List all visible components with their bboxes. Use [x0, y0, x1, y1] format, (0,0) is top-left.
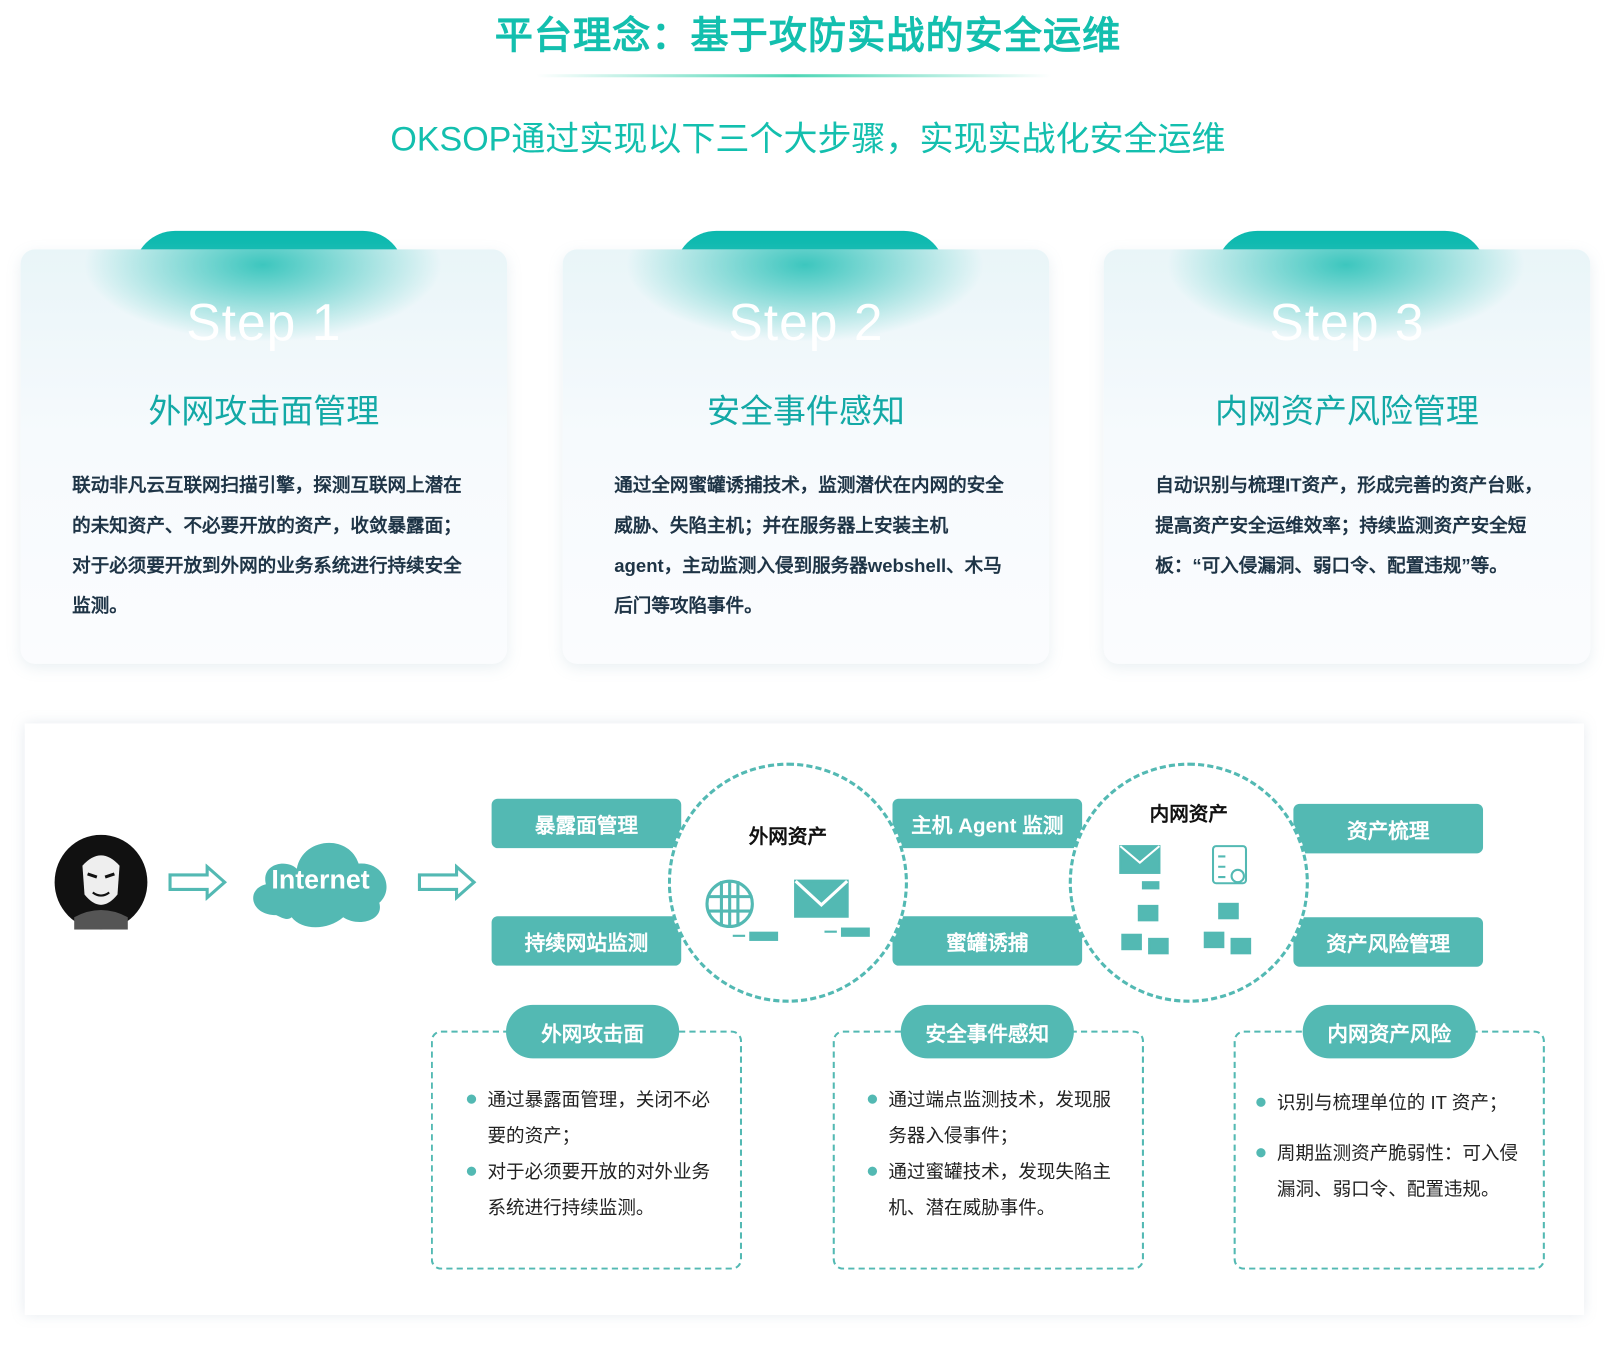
bullet-text: 通过暴露面管理，关闭不必要的资产； — [487, 1089, 711, 1147]
group-label-internal: 内网资产风险 — [1302, 1004, 1476, 1059]
internet-label: Internet — [271, 863, 370, 895]
page-subtitle: OKSOP通过实现以下三个大步骤，实现实战化安全运维 — [390, 119, 1226, 158]
step-card-3: Step 3 内网资产风险管理 自动识别与梳理IT资产，形成完善的资产台账，提高… — [1103, 249, 1591, 664]
bullet-item: 通过暴露面管理，关闭不必要的资产； — [466, 1082, 719, 1154]
bullet-text: 周期监测资产脆弱性：可入侵漏洞、弱口令、配置违规。 — [1276, 1142, 1519, 1200]
page-title: 平台理念：基于攻防实战的安全运维 — [494, 14, 1122, 57]
bullet-item: 周期监测资产脆弱性：可入侵漏洞、弱口令、配置违规。 — [1256, 1136, 1529, 1208]
arrow-right-icon — [417, 863, 477, 901]
external-assets-circle — [667, 762, 908, 1003]
step-heading: 内网资产风险管理 — [1215, 392, 1479, 430]
group-label-events: 安全事件感知 — [900, 1004, 1074, 1059]
box-honeypot: 蜜罐诱捕 — [892, 916, 1083, 966]
title-divider — [535, 74, 1052, 78]
step-description: 通过全网蜜罐诱捕技术，监测潜伏在内网的安全威胁、失陷主机；并在服务器上安装主机a… — [614, 475, 1004, 617]
bullet-item: 对于必须要开放的对外业务系统进行持续监测。 — [466, 1154, 719, 1226]
step-number: Step 3 — [1269, 293, 1425, 352]
internal-network-icons — [1119, 845, 1252, 955]
bullet-text: 对于必须要开放的对外业务系统进行持续监测。 — [487, 1161, 711, 1219]
box-asset-inventory: 资产梳理 — [1293, 803, 1484, 854]
internal-assets-circle — [1068, 762, 1309, 1003]
external-assets-label: 外网资产 — [748, 826, 828, 849]
group-bullets-external: 通过暴露面管理，关闭不必要的资产； 对于必须要开放的对外业务系统进行持续监测。 — [466, 1082, 719, 1226]
step-number: Step 2 — [728, 293, 884, 352]
bullet-item: 通过端点监测技术，发现服务器入侵事件； — [867, 1082, 1120, 1154]
box-asset-risk: 资产风险管理 — [1293, 917, 1484, 967]
bullet-text: 通过蜜罐技术，发现失陷主机、潜在威胁事件。 — [888, 1161, 1111, 1219]
globe-mail-icons — [705, 879, 870, 941]
box-exposure-management: 暴露面管理 — [491, 798, 682, 849]
box-website-monitoring: 持续网站监测 — [491, 916, 682, 966]
hacker-avatar-icon — [54, 834, 148, 930]
step-heading: 外网攻击面管理 — [148, 392, 380, 430]
step-description: 自动识别与梳理IT资产，形成完善的资产台账，提高资产安全运维效率；持续监测资产安… — [1155, 475, 1543, 577]
arrow-right-icon — [168, 863, 228, 901]
group-label-external: 外网攻击面 — [506, 1004, 680, 1059]
step-card-1: Step 1 外网攻击面管理 联动非凡云互联网扫描引擎，探测互联网上潜在的未知资… — [20, 249, 508, 664]
step-heading: 安全事件感知 — [706, 392, 905, 430]
internal-assets-label: 内网资产 — [1149, 803, 1228, 826]
bullet-item: 识别与梳理单位的 IT 资产； — [1256, 1085, 1529, 1121]
group-bullets-internal: 识别与梳理单位的 IT 资产； 周期监测资产脆弱性：可入侵漏洞、弱口令、配置违规… — [1256, 1085, 1529, 1208]
step-number: Step 1 — [186, 293, 342, 352]
bullet-text: 通过端点监测技术，发现服务器入侵事件； — [888, 1089, 1111, 1147]
bullet-text: 识别与梳理单位的 IT 资产； — [1276, 1092, 1508, 1114]
group-bullets-events: 通过端点监测技术，发现服务器入侵事件； 通过蜜罐技术，发现失陷主机、潜在威胁事件… — [867, 1082, 1120, 1226]
box-host-agent: 主机 Agent 监测 — [892, 798, 1083, 849]
bullet-item: 通过蜜罐技术，发现失陷主机、潜在威胁事件。 — [867, 1154, 1120, 1226]
step-card-2: Step 2 安全事件感知 通过全网蜜罐诱捕技术，监测潜伏在内网的安全威胁、失陷… — [562, 249, 1050, 664]
cloud-icon — [253, 842, 387, 928]
step-description: 联动非凡云互联网扫描引擎，探测互联网上潜在的未知资产、不必要开放的资产，收敛暴露… — [72, 475, 462, 617]
